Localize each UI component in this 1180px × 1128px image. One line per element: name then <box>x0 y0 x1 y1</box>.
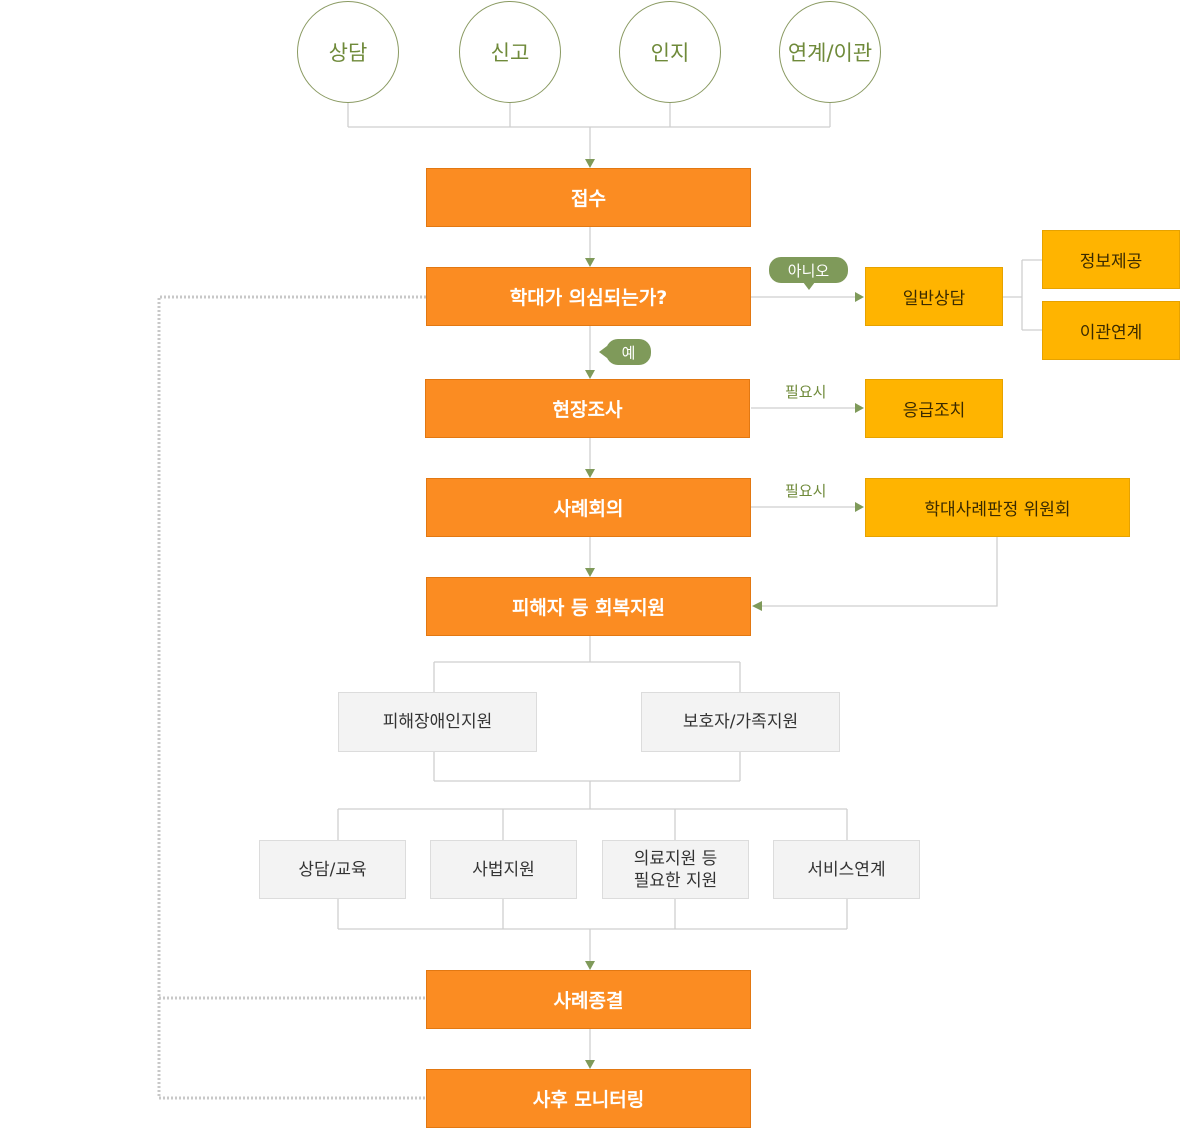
arrow-investigation <box>585 370 595 379</box>
source-recognize-circle: 인지 <box>619 1 721 103</box>
arrow-monitoring <box>585 1060 595 1069</box>
if-needed-label-emergency: 필요시 <box>785 383 827 401</box>
arrow-intake <box>585 159 595 168</box>
support-services-connector <box>337 752 848 840</box>
step-case-closure: 사례종결 <box>426 970 751 1029</box>
step-suspected-question: 학대가 의심되는가? <box>426 267 751 326</box>
service-medical-box: 의료지원 등 필요한 지원 <box>602 840 749 899</box>
general-consult-bracket <box>1003 259 1042 331</box>
step-case-meeting: 사례회의 <box>426 478 751 537</box>
yes-bubble-tail <box>599 346 607 358</box>
arrow-question <box>585 258 595 267</box>
source-report-circle: 신고 <box>459 1 561 103</box>
services-closure-connector <box>337 899 848 964</box>
source-consult-circle: 상담 <box>297 1 399 103</box>
arrow-general-consult <box>855 292 864 302</box>
emergency-action-box: 응급조치 <box>865 379 1003 438</box>
info-provide-box: 정보제공 <box>1042 230 1180 289</box>
committee-return-line <box>760 537 998 607</box>
step-intake: 접수 <box>426 168 751 227</box>
arrow-committee <box>855 502 864 512</box>
arrow-committee-return <box>752 601 762 611</box>
step-recovery-support: 피해자 등 회복지원 <box>426 577 751 636</box>
yes-bubble: 예 <box>606 339 651 365</box>
general-consult-box: 일반상담 <box>865 267 1003 326</box>
service-legal-box: 사법지원 <box>430 840 577 899</box>
arrow-emergency <box>855 403 864 413</box>
source-transfer-circle: 연계/이관 <box>779 1 881 103</box>
support-family-box: 보호자/가족지원 <box>641 692 840 752</box>
sources-connector <box>347 103 831 162</box>
arrow-recovery <box>585 568 595 577</box>
if-needed-label-committee: 필요시 <box>785 482 827 500</box>
recovery-support-connector <box>433 636 741 692</box>
no-bubble: 아니오 <box>769 257 848 283</box>
abuse-committee-box: 학대사례판정 위원회 <box>865 478 1130 537</box>
feedback-loop-line <box>157 295 426 1100</box>
service-counsel-box: 상담/교육 <box>259 840 406 899</box>
arrow-meeting <box>585 469 595 478</box>
support-victim-box: 피해장애인지원 <box>338 692 537 752</box>
no-bubble-tail <box>803 282 815 290</box>
service-link-box: 서비스연계 <box>773 840 920 899</box>
step-investigation: 현장조사 <box>425 379 750 438</box>
transfer-link-box: 이관연계 <box>1042 301 1180 360</box>
step-monitoring: 사후 모니터링 <box>426 1069 751 1128</box>
arrow-closure <box>585 961 595 970</box>
